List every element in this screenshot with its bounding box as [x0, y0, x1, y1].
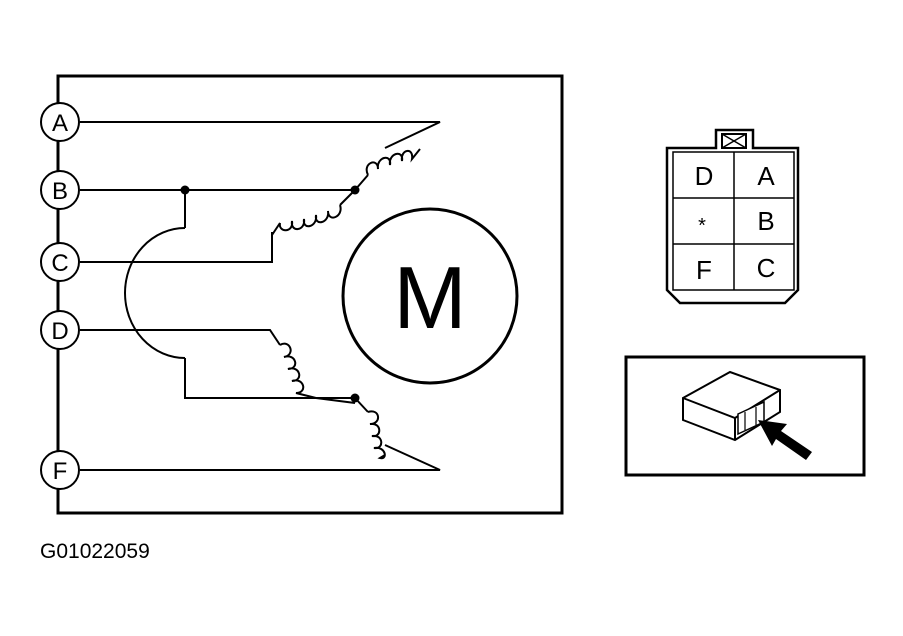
figure-id: G01022059 — [40, 540, 150, 563]
pin-blank-label: * — [698, 215, 706, 237]
schematic-frame — [56, 74, 564, 515]
motor-label: M — [393, 248, 466, 347]
arrow-icon — [758, 420, 812, 460]
wire-a — [80, 121, 441, 149]
pin-c-label: C — [757, 253, 776, 283]
wire-c — [80, 232, 273, 263]
terminal-a-label: A — [52, 110, 68, 137]
wire-d — [80, 329, 281, 346]
winding-upper-right — [354, 148, 421, 191]
pin-d-label: D — [695, 161, 714, 191]
wire-crossover-arc — [124, 227, 186, 359]
pin-a-label: A — [757, 161, 775, 191]
pin-b-label: B — [757, 206, 774, 236]
connector-face: D A * B F C — [665, 128, 800, 305]
terminal-b: B — [40, 170, 80, 210]
winding-upper-left — [271, 189, 356, 236]
motor-symbol: M — [341, 207, 519, 385]
terminal-f: F — [40, 450, 80, 490]
locator-inset — [624, 355, 866, 477]
terminal-f-label: F — [53, 458, 68, 485]
junction-dot — [180, 185, 190, 195]
wire-f — [80, 444, 441, 471]
terminal-d: D — [40, 310, 80, 350]
terminal-d-label: D — [51, 318, 68, 345]
winding-lower-right — [354, 397, 386, 460]
wire-lower-star — [184, 358, 355, 399]
terminal-b-label: B — [52, 178, 68, 205]
terminal-a: A — [40, 102, 80, 142]
terminal-c-label: C — [51, 250, 68, 277]
terminal-c: C — [40, 242, 80, 282]
winding-lower-left — [279, 342, 356, 404]
pin-f-label: F — [696, 255, 712, 285]
